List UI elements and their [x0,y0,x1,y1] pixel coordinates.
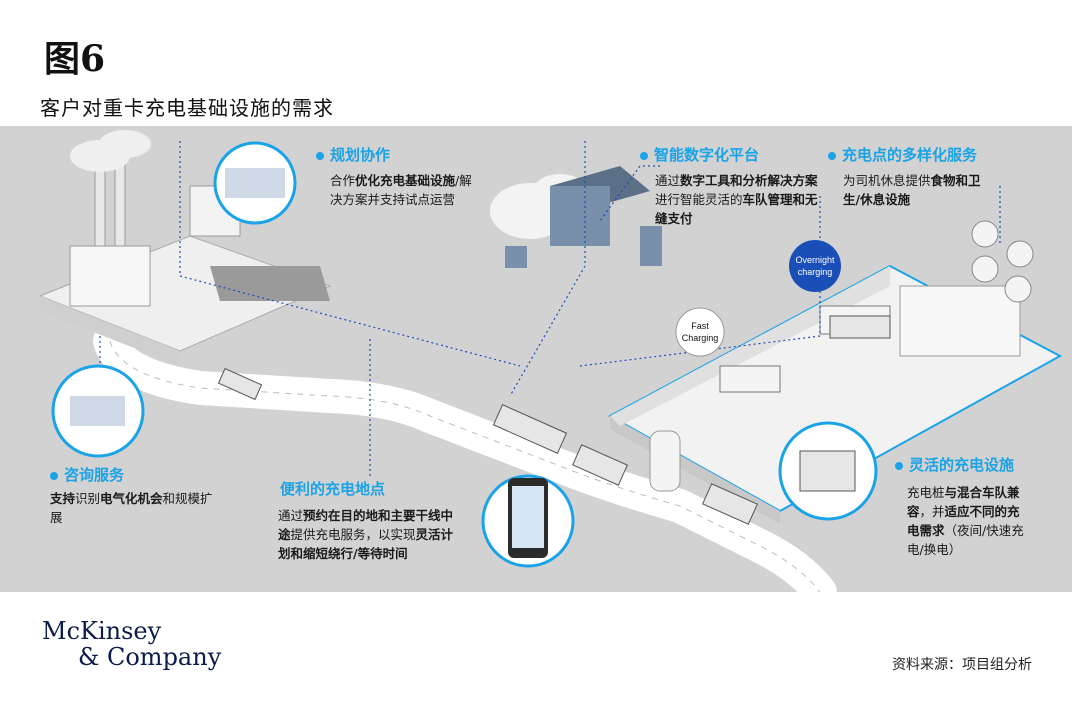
mckinsey-logo: McKinsey & Company [42,618,221,670]
phone-charger [649,430,681,492]
platform-dot [640,151,648,160]
flexible-title: 灵活的充电设施 [895,454,1014,475]
flexible-bubble [778,421,878,521]
platform-desc: 通过数字工具和分析解决方案进行智能灵活的车队管理和无缝支付 [655,171,825,228]
source-note: 资料来源：项目组分析 [892,657,1032,673]
desc-segment: 支持 [50,491,76,506]
consulting-bubble [51,364,145,458]
data-platform [490,166,662,268]
illustration-panel: Fast Charging Overnight charging [0,126,1072,592]
overnight-sign-line2: charging [798,267,833,277]
service-icons [971,220,1034,303]
services-desc: 为司机休息提供食物和卫生/休息设施 [843,171,983,209]
desc-segment: 车队管理和无缝支付 [655,192,818,226]
planning-desc: 合作优化充电基础设施/解决方案并支持试点运营 [330,171,480,209]
desc-segment: 优化充电基础设施 [355,173,456,188]
desc-segment: 与混合车队兼容 [907,485,1020,519]
desc-segment: 预约在目的地和主要干线中途 [278,508,454,542]
figure-number: 图6 [44,38,106,80]
fast-sign-line2: Charging [682,333,719,343]
logo-line2: & Company [78,643,222,671]
location-desc: 通过预约在目的地和主要干线中途提供充电服务，以实现灵活计划和缩短绕行/等待时间 [278,506,458,563]
flexible-desc: 充电桩与混合车队兼容，并适应不同的充电需求（夜间/快速充电/换电） [907,483,1032,559]
desc-segment: ，并 [919,504,945,519]
desc-segment: 进行智能灵活的 [655,192,743,207]
overnight-sign-line1: Overnight [795,255,835,265]
location-title: 便利的充电地点 [280,480,386,498]
desc-segment: 和规模扩展 [50,491,213,525]
desc-segment: 通过 [278,508,304,523]
consulting-title: 咨询服务 [50,464,124,485]
desc-segment: 电气化机会 [100,491,163,506]
overnight-charging-sign: Overnight charging [789,240,841,292]
platform-title: 智能数字化平台 [640,144,759,165]
desc-segment: 食物和卫生/休息设施 [843,173,981,207]
desc-segment: 合作 [330,173,356,188]
desc-segment: 充电桩 [907,485,945,500]
planning-bubble [213,141,297,225]
flexible-dot [895,461,903,470]
illustration-svg: Fast Charging Overnight charging [38,130,1063,592]
desc-segment: /解决方案并支持试点运营 [330,173,472,207]
desc-segment: 通过 [655,173,681,188]
location-bubble [481,474,575,568]
fast-charging-sign: Fast Charging [675,307,725,357]
desc-segment: （夜间/快速充电/换电） [907,523,1024,557]
consulting-desc: 支持识别电气化机会和规模扩展 [50,489,225,527]
logo-line1: McKinsey [42,617,162,645]
fast-sign-line1: Fast [691,321,709,331]
planning-dot [316,151,324,160]
desc-segment: 识别 [75,491,101,506]
planning-title: 规划协作 [316,144,390,165]
desc-segment: 提供充电服务，以实现 [290,527,416,542]
consulting-dot [50,471,58,480]
desc-segment: 为司机休息提供 [843,173,931,188]
services-title: 充电点的多样化服务 [828,144,977,165]
desc-segment: 数字工具和分析解决方案 [680,173,818,188]
road-line [109,340,821,592]
desc-segment: 灵活计划和缩短绕行/等待时间 [278,527,454,561]
trucks [217,315,891,525]
desc-segment: 适应不同的充电需求 [907,504,1020,538]
services-dot [828,151,836,160]
figure-title: 客户对重卡充电基础设施的需求 [40,96,334,120]
